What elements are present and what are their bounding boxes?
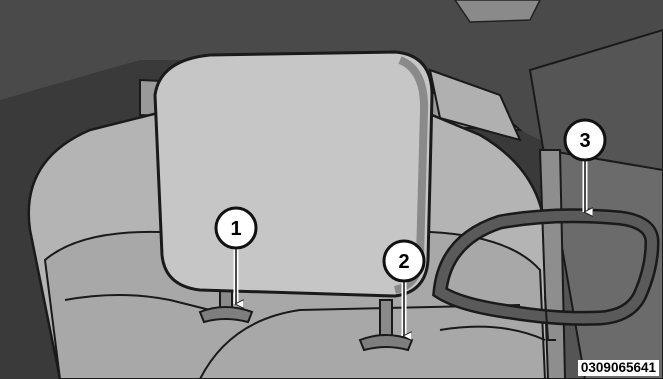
figure-id-label: 0309065641: [578, 360, 659, 376]
callout-1-label: 1: [230, 218, 241, 240]
right-post: [380, 300, 392, 338]
callout-2-label: 2: [398, 251, 409, 273]
dome-light: [455, 0, 540, 22]
callout-3-label: 3: [579, 130, 590, 152]
left-post-release-button: [200, 307, 252, 322]
right-post-release-button: [360, 335, 412, 350]
